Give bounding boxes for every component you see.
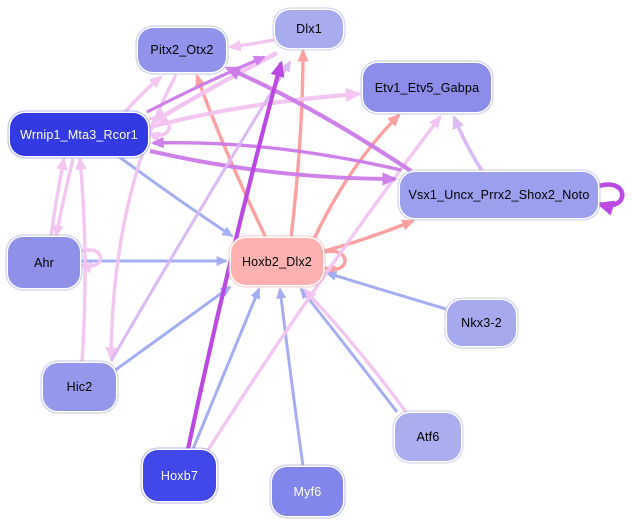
node-label: Dlx1 — [296, 22, 322, 36]
edge-wrnip1_mta3_rcor1-to-dlx1 — [146, 55, 266, 114]
node-pitx2-otx2[interactable]: Pitx2_Otx2 — [138, 28, 226, 72]
node-atf6[interactable]: Atf6 — [395, 413, 461, 461]
node-label: Hic2 — [66, 380, 93, 394]
node-label: Hoxb7 — [160, 468, 199, 483]
edge-hoxb7-to-hoxb2_dlx2 — [191, 287, 261, 450]
edge-atf6-to-hoxb2_dlx2 — [299, 287, 399, 413]
edge-ahr-to-wrnip1_mta3_rcor1 — [49, 156, 68, 237]
edge-wrnip1_mta3_rcor1-to-hoxb2_dlx2 — [117, 154, 234, 238]
edge-hoxb2_dlx2-to-vsx1_uncx_prrx2_shox2_noto — [323, 219, 415, 253]
edge-hoxb2_dlx2-to-hoxb2_dlx2 — [321, 249, 347, 277]
edge-dlx1-to-pitx2_otx2 — [227, 38, 275, 52]
edge-vsx1_uncx_prrx2_shox2_noto-to-wrnip1_mta3_rcor1 — [150, 136, 402, 172]
edge-wrnip1_mta3_rcor1-to-pitx2_otx2 — [123, 75, 163, 114]
node-label: Vsx1_Uncx_Prrx2_Shox2_Noto — [408, 188, 590, 202]
edge-hic2-to-wrnip1_mta3_rcor1 — [75, 156, 87, 363]
node-label: Etv1_Etv5_Gabpa — [374, 80, 480, 95]
edge-hoxb2_dlx2-to-dlx1 — [289, 48, 309, 239]
node-label: Ahr — [33, 255, 55, 270]
node-ahr[interactable]: Ahr — [8, 237, 80, 288]
node-label: Pitx2_Otx2 — [150, 43, 214, 57]
node-label: Myf6 — [293, 484, 322, 499]
node-label: Hoxb2_Dlx2 — [241, 254, 313, 269]
edge-ahr-to-ahr — [78, 248, 103, 274]
edge-hoxb7-to-etv1_etv5_gabpa — [206, 115, 442, 451]
node-wrnip1-mta3-rcor1[interactable]: Wrnip1_Mta3_Rcor1 — [10, 113, 148, 156]
node-hoxb2-dlx2[interactable]: Hoxb2_Dlx2 — [231, 238, 323, 285]
edge-atf6-to-hoxb2_dlx2 — [303, 288, 408, 414]
node-myf6[interactable]: Myf6 — [272, 467, 343, 516]
edge-vsx1_uncx_prrx2_shox2_noto-to-etv1_etv5_gabpa — [452, 114, 484, 172]
node-label: Nkx3-2 — [461, 316, 502, 330]
edge-hoxb2_dlx2-to-etv1_etv5_gabpa — [311, 113, 401, 242]
node-etv1-etv5-gabpa[interactable]: Etv1_Etv5_Gabpa — [363, 63, 491, 112]
node-hoxb7[interactable]: Hoxb7 — [143, 450, 216, 501]
edge-wrnip1_mta3_rcor1-to-vsx1_uncx_prrx2_shox2_noto — [149, 149, 398, 186]
edge-vsx1_uncx_prrx2_shox2_noto-to-vsx1_uncx_prrx2_shox2_noto — [596, 182, 625, 216]
node-label: Wrnip1_Mta3_Rcor1 — [20, 127, 138, 142]
edge-wrnip1_mta3_rcor1-to-ahr — [52, 158, 75, 239]
node-vsx1-uncx-prrx2-shox2-noto[interactable]: Vsx1_Uncx_Prrx2_Shox2_Noto — [400, 172, 598, 218]
edge-vsx1_uncx_prrx2_shox2_noto-to-pitx2_otx2 — [224, 66, 413, 173]
edge-myf6-to-hoxb2_dlx2 — [276, 287, 305, 467]
node-nkx3-2[interactable]: Nkx3-2 — [447, 300, 516, 346]
node-dlx1[interactable]: Dlx1 — [275, 10, 343, 48]
edge-nkx3-2-to-hoxb2_dlx2 — [325, 270, 447, 311]
edge-wrnip1_mta3_rcor1-to-wrnip1_mta3_rcor1 — [146, 116, 171, 143]
edge-wrnip1_mta3_rcor1-to-etv1_etv5_gabpa — [149, 87, 362, 130]
edge-hic2-to-dlx1 — [109, 60, 292, 362]
node-label: Atf6 — [416, 430, 440, 444]
edge-hic2-to-hoxb2_dlx2 — [113, 285, 232, 373]
node-hic2[interactable]: Hic2 — [43, 363, 116, 411]
